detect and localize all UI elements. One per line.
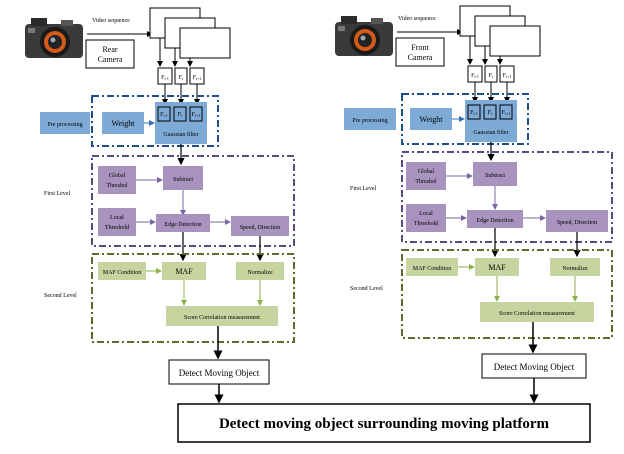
svg-text:Ft: Ft [488,110,493,116]
svg-text:Ft: Ft [178,112,183,118]
camera-label-line1: Rear [102,45,117,54]
stage-label-first-level: First Level [350,186,376,192]
score-correlation-box [166,306,278,326]
camera-label-line1: Front [411,43,429,52]
first-level-group [401,151,613,243]
global-threshold-line1: Global [418,169,435,175]
maf-condition-box [98,262,146,280]
camera-icon [335,16,393,56]
global-threshold-box [406,162,446,190]
local-threshold-line2: Threshold [414,221,438,227]
speed-direction-box [546,210,608,232]
video-sequence-label: Video sequence [398,16,436,22]
video-frame-stack [459,5,541,57]
local-threshold-box [98,208,136,236]
stage-label-preprocessing-box [344,108,396,130]
video-frame-stack [149,7,231,59]
second-level-group [91,253,295,343]
preprocessing-group [91,95,219,147]
detect-moving-object-box [168,359,270,385]
svg-text:Ft-1: Ft-1 [471,73,479,79]
svg-text:Ft: Ft [179,75,184,81]
normalize-box [236,262,284,280]
global-threshold-line2: Threshol [415,179,437,185]
stage-label-preprocessing-box [40,112,90,134]
svg-text:Ft-1: Ft-1 [160,112,168,118]
weight-box [410,108,452,130]
rear-camera-pipeline: Rear Camera Video sequence Ft-1 Ft Ft+1 … [25,7,295,404]
global-threshold-box [98,166,136,194]
stage-label-first-level: First Level [44,191,70,197]
global-threshold-line1: Global [109,173,126,179]
svg-text:Ft: Ft [489,73,494,79]
subtract-box [163,166,203,190]
speed-direction-label: Speed, Direction [240,225,280,231]
edge-detection-box [467,210,523,228]
gaussian-filter-label: Gaussian filter [473,129,508,136]
camera-label-line2: Camera [98,55,123,64]
front-camera-pipeline: Front Camera Video sequence Ft-1 Ft Ft+1… [335,5,613,404]
svg-text:Ft-1: Ft-1 [470,110,478,116]
detect-moving-object-label: Detect Moving Object [179,368,260,378]
svg-text:Ft+1: Ft+1 [193,75,202,81]
weight-box [102,112,144,134]
weight-label: Weight [420,115,444,124]
stage-label-preprocessing: Pre processing [352,118,387,124]
maf-box [475,258,519,276]
camera-label-line2: Camera [408,53,433,62]
normalize-label: Normalize [562,266,588,272]
score-correlation-label: Score Correlation measurement [184,315,260,321]
final-output-label: Detect moving object surrounding moving … [219,416,550,432]
detect-moving-object-label: Detect Moving Object [494,362,575,372]
final-output-box [177,403,591,443]
maf-condition-box [406,258,458,276]
camera-icon [25,18,83,58]
svg-text:Ft+1: Ft+1 [503,73,512,79]
global-threshold-line2: Threshol [106,183,128,189]
preprocessing-group [401,93,529,145]
subtract-box [473,162,517,186]
stage-label-preprocessing: Pre processing [47,122,82,128]
local-threshold-line1: Local [110,215,124,221]
input-frames: Ft-1 Ft Ft+1 [157,67,205,85]
maf-box [162,262,206,280]
camera-label-box [85,39,135,69]
svg-text:Ft-1: Ft-1 [161,75,169,81]
local-threshold-line2: Threshold [105,225,129,231]
stage-label-second-level: Second Level [350,286,383,292]
detect-moving-object-box [481,353,587,379]
svg-text:Ft+1: Ft+1 [192,112,201,118]
input-frames: Ft-1 Ft Ft+1 [467,65,515,83]
subtract-label: Subtract [173,177,193,183]
score-correlation-label: Score Correlation measurement [499,311,575,317]
speed-direction-box [231,216,289,236]
score-correlation-box [480,302,594,322]
maf-condition-label: MAF Condition [103,270,142,276]
subtract-label: Subtract [485,173,505,179]
local-threshold-line1: Local [419,211,433,217]
normalize-label: Normalize [247,270,273,276]
weight-label: Weight [112,119,136,128]
video-sequence-label: Video sequence [92,18,130,24]
maf-label: MAF [488,263,506,272]
maf-label: MAF [175,267,193,276]
second-level-group [401,249,613,339]
gaussian-filter-label: Gaussian filter [163,131,198,138]
speed-direction-label: Speed, Direction [557,220,597,226]
local-threshold-box [406,204,446,232]
stage-label-second-level: Second Level [44,293,77,299]
svg-text:Ft+1: Ft+1 [502,110,511,116]
edge-detection-label: Edge Detection [476,218,513,224]
maf-condition-label: MAF Condition [413,266,452,272]
first-level-group [91,155,295,247]
edge-detection-box [156,214,210,232]
camera-label-box [395,37,445,67]
edge-detection-label: Edge Detection [164,222,201,228]
normalize-box [550,258,600,276]
